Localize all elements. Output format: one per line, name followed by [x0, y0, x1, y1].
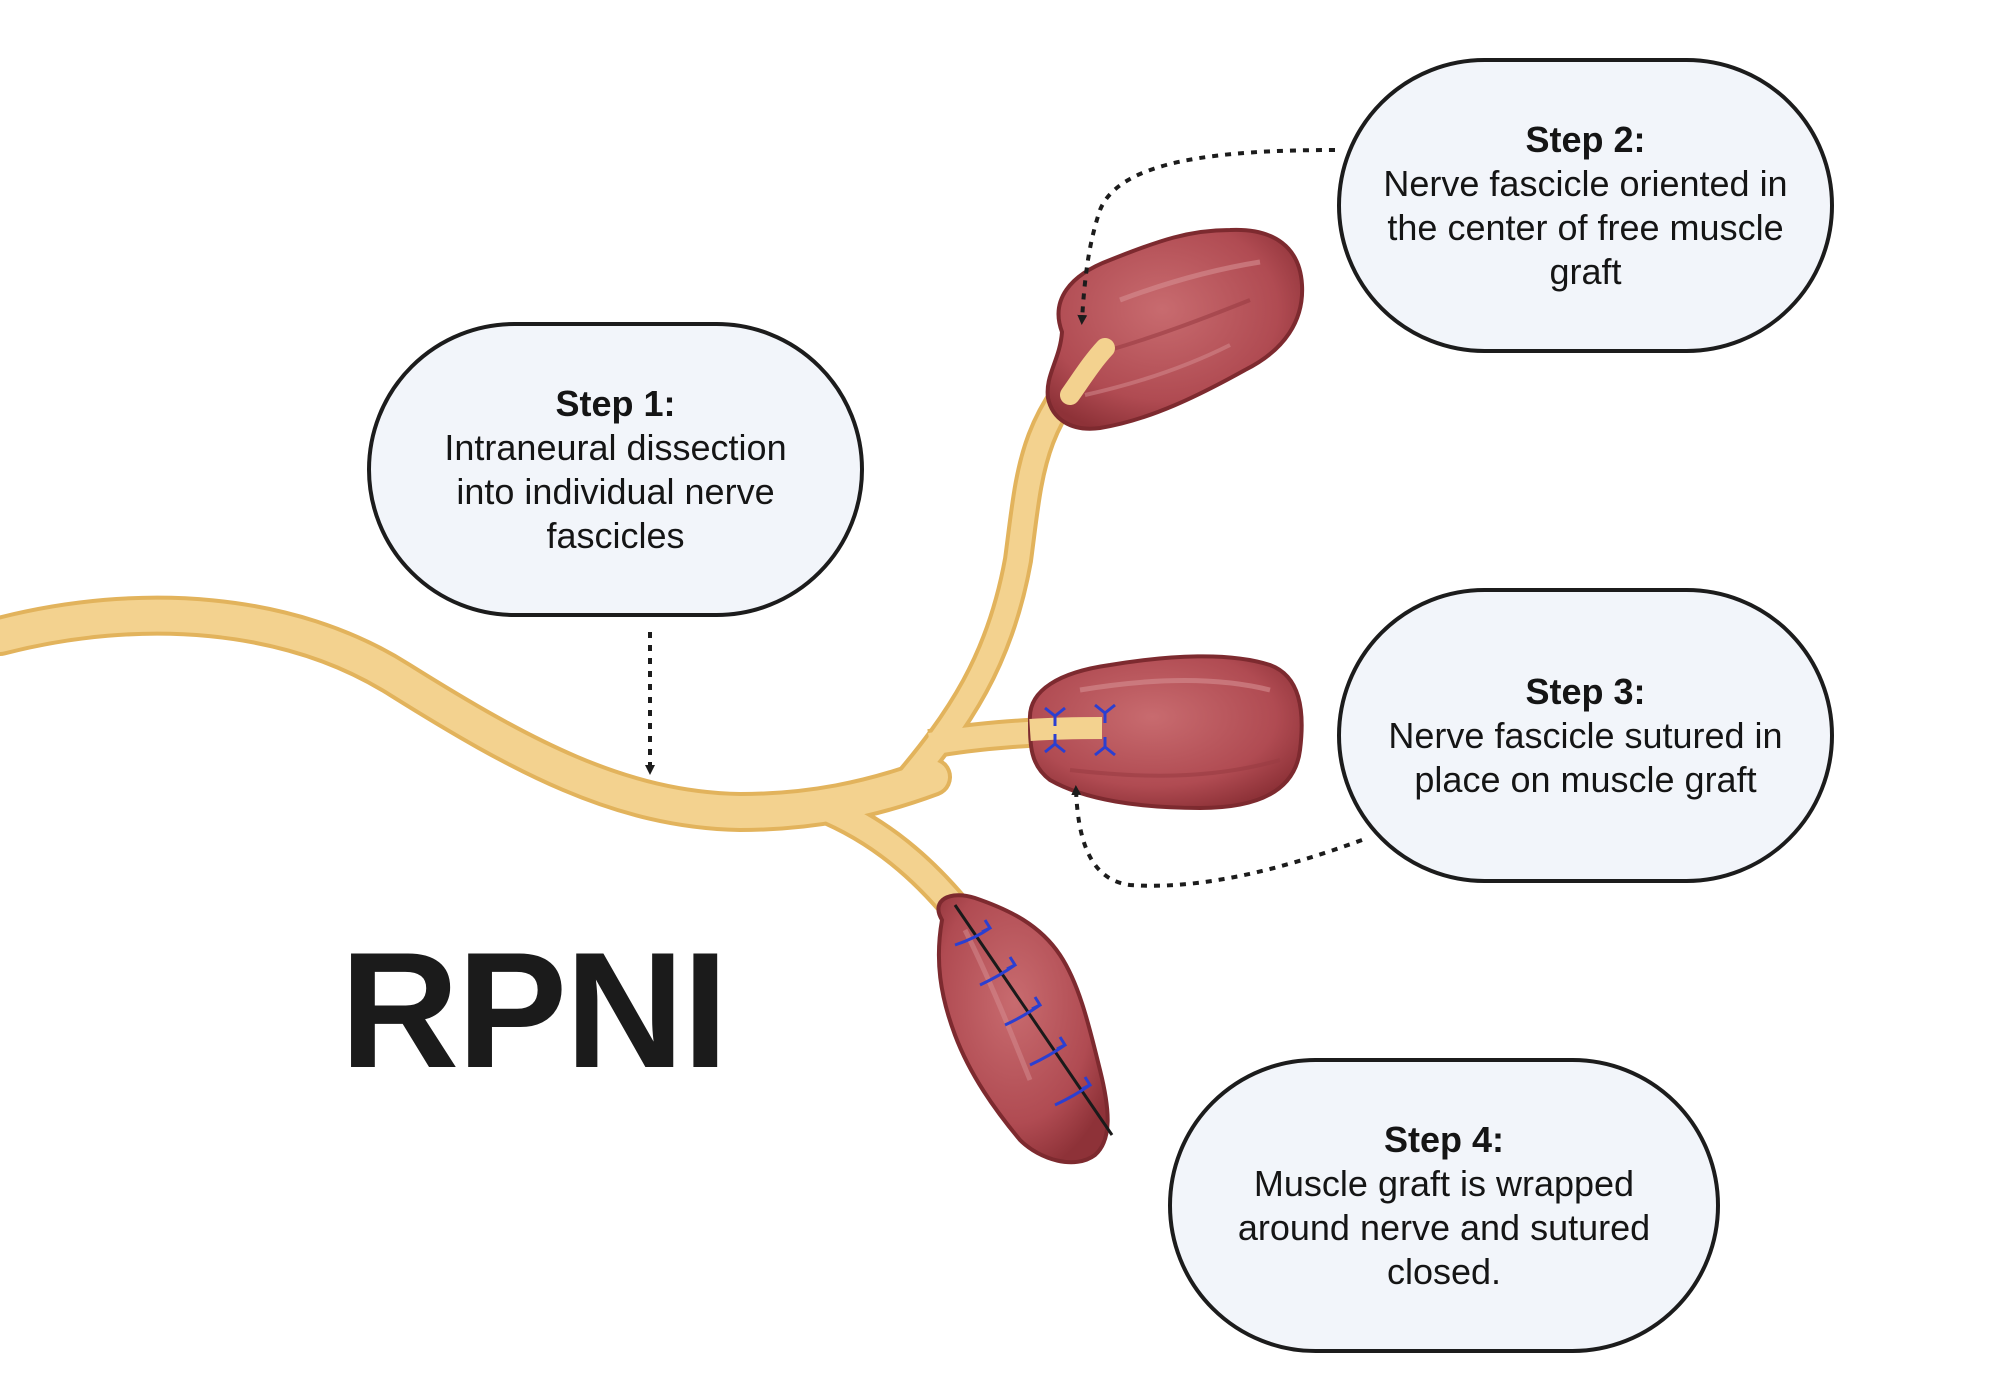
muscle-graft-middle [1027, 654, 1304, 811]
step4-line: closed. [1386, 1250, 1502, 1292]
step1-line: fascicles [546, 514, 685, 556]
wrap-seam-line [953, 904, 1114, 1136]
arrow-step2 [1077, 148, 1336, 325]
step3-line: Nerve fascicle sutured in [1388, 714, 1783, 756]
rpni-title: RPNI [340, 918, 728, 1102]
step2-title: Step 2: [1525, 118, 1646, 160]
step2-box: Step 2: Nerve fascicle oriented in the c… [1337, 58, 1834, 353]
step4-title: Step 4: [1383, 1118, 1505, 1160]
step2-line: graft [1549, 250, 1622, 292]
step1-box: Step 1: Intraneural dissection into indi… [367, 322, 864, 617]
arrow-step3 [1071, 785, 1363, 888]
nerve-trunk [0, 599, 948, 829]
step4-box: Step 4: Muscle graft is wrapped around n… [1168, 1058, 1720, 1353]
step1-line: Intraneural dissection [444, 426, 787, 468]
nerve [0, 333, 1120, 932]
suture-marks-bottom [954, 919, 1093, 1107]
step4-line: around nerve and sutured [1237, 1206, 1651, 1248]
step2-line: Nerve fascicle oriented in [1383, 162, 1788, 204]
step1-line: into individual nerve [456, 470, 775, 512]
muscle-graft-bottom [936, 893, 1114, 1165]
muscle-graft-top [1045, 227, 1305, 431]
suture-marks-middle [1044, 703, 1116, 757]
step3-title: Step 3: [1525, 670, 1646, 712]
step3-box: Step 3: Nerve fascicle sutured in place … [1337, 588, 1834, 883]
step2-line: the center of free muscle [1387, 206, 1784, 248]
step1-title: Step 1: [555, 382, 676, 424]
step4-line: Muscle graft is wrapped [1253, 1162, 1635, 1204]
dotted-arrows [645, 148, 1363, 888]
step3-line: place on muscle graft [1414, 758, 1757, 800]
